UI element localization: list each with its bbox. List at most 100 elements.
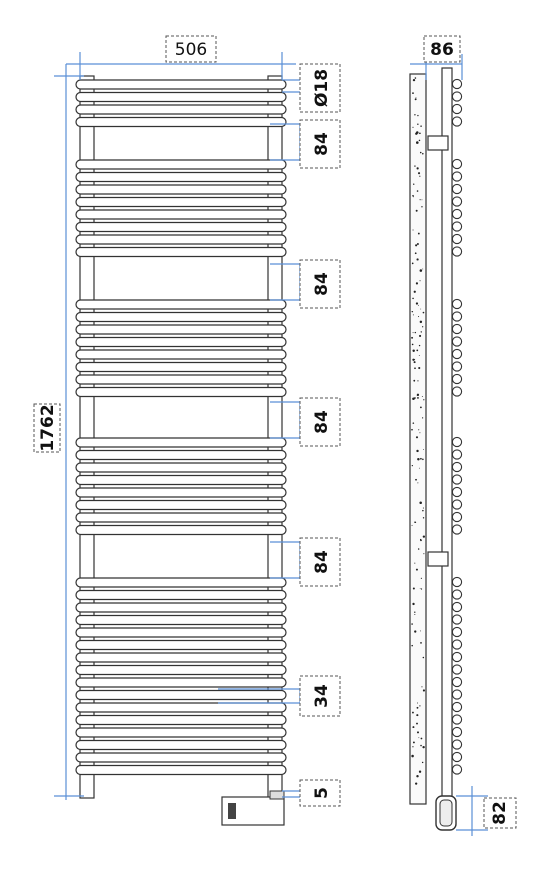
horizontal-tube [75, 246, 287, 258]
wall-speckle [422, 268, 424, 270]
horizontal-tube [75, 627, 287, 638]
wall-speckle [416, 141, 419, 144]
wall-speckle [417, 397, 419, 399]
left-rail [79, 75, 95, 799]
horizontal-tube [75, 349, 287, 360]
wall-speckle [413, 290, 416, 293]
width-dimension: 506 [66, 35, 296, 80]
tube-end [451, 511, 463, 523]
horizontal-tube [75, 614, 287, 626]
wall-speckle [415, 209, 418, 212]
tube-end [451, 323, 463, 335]
side-view [409, 67, 463, 831]
tube-end [451, 183, 463, 195]
wall-speckle [418, 737, 420, 739]
tube-diameter-label: Ø18 [312, 69, 332, 107]
wall-speckle [417, 702, 419, 704]
wall-speckle [419, 501, 422, 505]
horizontal-tube [75, 79, 287, 90]
side-tube-ends [451, 78, 463, 775]
horizontal-tube [75, 311, 287, 323]
tube-end [451, 461, 463, 473]
wall-speckle [415, 302, 419, 305]
wall-speckle [420, 744, 422, 747]
height-label-box [33, 403, 61, 453]
wall-speckle [415, 436, 419, 439]
element-connector [269, 790, 285, 800]
horizontal-tube [75, 689, 287, 701]
wall-speckle [418, 429, 420, 431]
horizontal-tube [75, 159, 287, 170]
wall-speckle [423, 448, 424, 450]
tube-end [451, 373, 463, 385]
horizontal-tube [75, 116, 287, 128]
top-wall-bracket [427, 135, 449, 151]
wall-speckle [416, 131, 419, 134]
tube-diameter-dimension: Ø18 [282, 63, 341, 113]
wall-speckle [414, 613, 416, 615]
wall-speckle [412, 711, 414, 714]
tube-end [451, 336, 463, 347]
wall-speckle [419, 280, 421, 282]
horizontal-tube [75, 221, 287, 233]
wall-speckle [420, 457, 422, 460]
horizontal-tube [75, 739, 287, 751]
tube-end [451, 486, 463, 498]
tube-end [451, 348, 463, 360]
bottom-offset-dimension: 5 [282, 779, 341, 807]
tube-end [451, 91, 463, 102]
wall-speckle [418, 334, 422, 338]
horizontal-tube [75, 386, 287, 398]
wall-speckle [412, 726, 415, 729]
tube-end [451, 386, 463, 397]
wall-speckle [413, 196, 415, 198]
wall-speckle [411, 623, 413, 625]
wall-speckle [414, 630, 417, 633]
tube-end [451, 171, 463, 182]
gap-dimension-3: 84 [270, 397, 341, 447]
wall-speckle [419, 132, 421, 135]
wall-speckle [417, 304, 419, 306]
wall-speckle [419, 588, 421, 590]
tube-end [451, 233, 463, 245]
width-label-box [165, 35, 217, 63]
horizontal-tube [75, 234, 287, 245]
wall-speckle [412, 397, 415, 400]
wall-speckle [416, 258, 419, 261]
horizontal-tube [75, 462, 287, 473]
wall-speckle [420, 406, 422, 409]
wall-speckle [421, 417, 424, 419]
wall-speckle [419, 151, 422, 154]
wall-speckle [419, 175, 421, 177]
tube-end [451, 221, 463, 232]
wall-speckle [414, 611, 416, 613]
wall-speckle [414, 77, 417, 79]
wall-section [409, 73, 427, 805]
horizontal-tube [75, 487, 287, 498]
wall-speckle [413, 379, 416, 382]
horizontal-tube [75, 677, 287, 688]
tube-end [451, 689, 463, 700]
wall-speckle [412, 349, 415, 352]
wall-speckle [422, 746, 425, 749]
wall-speckle [414, 252, 417, 255]
element-switch [228, 803, 236, 819]
wall-speckle [420, 737, 423, 740]
gap-label-3: 84 [312, 410, 332, 434]
wall-speckle [422, 311, 425, 314]
wall-speckle [416, 349, 419, 352]
wall-speckle [412, 741, 415, 744]
wall-speckle [421, 686, 423, 688]
horizontal-tube [75, 499, 287, 511]
wall-speckle [411, 644, 413, 647]
wall-speckle [418, 344, 421, 347]
wall-speckle [414, 98, 417, 101]
wall-speckle [421, 396, 423, 398]
wall-speckle [421, 206, 423, 208]
side-collector [441, 67, 453, 799]
horizontal-tube [75, 589, 287, 601]
horizontal-tube [75, 752, 287, 763]
wall-speckle [417, 114, 419, 117]
tube-end [451, 298, 463, 310]
